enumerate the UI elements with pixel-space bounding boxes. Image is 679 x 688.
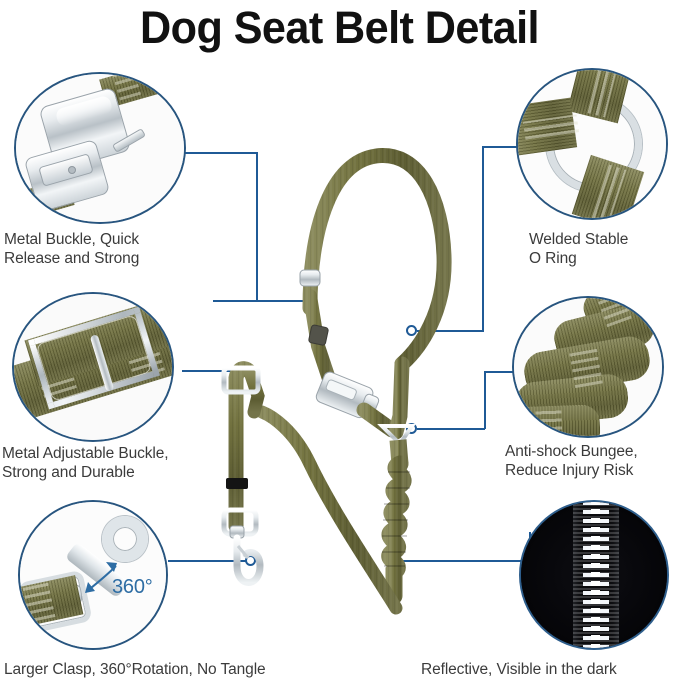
diagonal-cross-weave <box>255 405 403 615</box>
right-descending-weave <box>388 356 410 440</box>
adjuster-slider <box>221 365 261 395</box>
adjuster-column-back <box>243 365 265 419</box>
connector-left-2 <box>182 370 246 372</box>
bungee-photo <box>514 298 662 436</box>
swivel-snap-clasp <box>233 534 264 586</box>
head-loop-weave <box>302 148 452 372</box>
connector-right-2-bottom <box>417 428 485 430</box>
bungee-folds <box>382 471 410 567</box>
adjustable-buckle-photo <box>14 294 172 440</box>
caption-metal-buckle: Metal Buckle, Quick Release and Strong <box>4 231 140 267</box>
page-title: Dog Seat Belt Detail <box>140 2 540 53</box>
bungee-section <box>381 455 412 605</box>
caption-metal-adjustable-buckle: Metal Adjustable Buckle, Strong and Dura… <box>2 445 169 481</box>
connector-right-3-bottom <box>393 560 531 562</box>
connector-right-2-top <box>484 371 518 373</box>
callout-circle-reflective-dark[interactable] <box>519 500 669 650</box>
connector-left-3 <box>168 560 254 562</box>
black-elastic-keeper <box>226 478 248 489</box>
callout-circle-welded-o-ring[interactable] <box>516 68 668 220</box>
callout-circle-metal-adjustable-buckle[interactable] <box>12 292 174 442</box>
clasp-hook-ring <box>102 516 148 562</box>
reflective-night-photo <box>521 502 667 648</box>
swivel-clasp-photo: 360° <box>20 502 166 648</box>
connector-right-1-vertical <box>482 146 484 331</box>
callout-circle-metal-buckle[interactable] <box>14 72 186 224</box>
product-svg <box>221 148 452 615</box>
connector-right-1-top <box>482 146 522 148</box>
callout-circle-larger-clasp[interactable]: 360° <box>18 500 168 650</box>
connector-left-1-lead <box>214 300 306 302</box>
bungee-reflective-2 <box>569 347 603 389</box>
caption-reflective: Reflective, Visible in the dark <box>421 661 617 678</box>
o-ring-photo <box>518 70 666 218</box>
caption-larger-clasp: Larger Clasp, 360°Rotation, No Tangle <box>4 661 266 678</box>
reflective-glow-stripe-2 <box>591 502 600 648</box>
connector-dot-snap-clasp <box>245 555 256 566</box>
plastic-keeper <box>308 324 329 346</box>
caption-anti-shock-bungee: Anti-shock Bungee, Reduce Injury Risk <box>505 443 638 479</box>
metal-buckle-photo <box>16 74 184 222</box>
connector-left-1-vertical <box>256 152 258 301</box>
callout-circle-anti-shock-bungee[interactable] <box>512 296 664 438</box>
reflective-edge-glow <box>573 502 619 648</box>
badge-360: 360° <box>112 576 153 598</box>
connector-left-1-top <box>182 152 258 154</box>
adjustable-slider-frame <box>28 306 160 410</box>
clasp-gate <box>236 545 250 559</box>
connector-right-1-bottom <box>417 330 484 332</box>
bungee-reflective-3 <box>535 409 563 436</box>
connector-dot-o-ring-junction <box>406 325 417 336</box>
triangle-junction <box>377 424 416 448</box>
product-photo-dog-seat-belt <box>214 96 474 616</box>
connector-right-2-vertical <box>484 371 486 429</box>
rotation-arrow-icon <box>85 562 117 593</box>
loop-metal-keeper <box>299 269 321 287</box>
buckle-center-rivet <box>68 166 76 174</box>
caption-welded-o-ring: Welded Stable O Ring <box>529 231 629 267</box>
